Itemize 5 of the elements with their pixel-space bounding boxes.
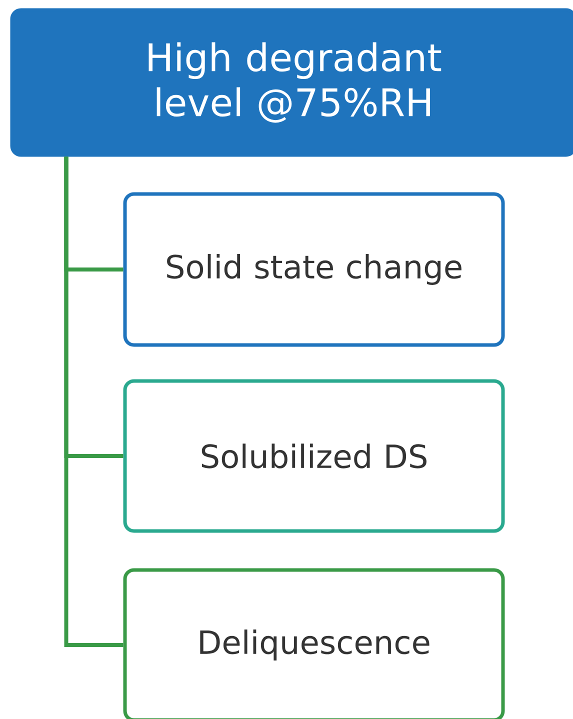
connector-line — [64, 156, 124, 647]
title-box: High degradant level @75%RH — [10, 8, 573, 157]
category-box: Solid state change — [123, 192, 505, 347]
category-box: Deliquescence — [123, 568, 505, 719]
category-box: Solubilized DS — [123, 379, 505, 533]
